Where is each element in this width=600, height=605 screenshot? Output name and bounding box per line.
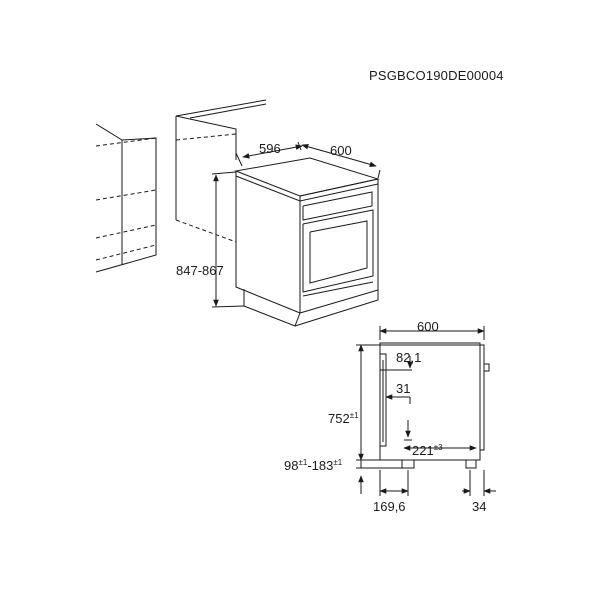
dim-feet-range: 98±1-183±1: [284, 458, 343, 473]
dim-221: 221±3: [412, 443, 443, 458]
left-cabinet: [95, 123, 157, 273]
dim-feet-a-tolerance: ±1: [298, 458, 307, 467]
perspective-dimension-lines: [211, 141, 381, 308]
dim-752-value: 752: [328, 411, 350, 426]
side-view: [356, 326, 496, 496]
dim-feet-b-tolerance: ±1: [333, 458, 342, 467]
dim-34: 34: [472, 499, 486, 514]
dim-side-width-600: 600: [417, 319, 439, 334]
dim-width-600: 600: [330, 143, 352, 158]
dim-feet-a: 98: [284, 458, 298, 473]
dim-752-tolerance: ±1: [350, 411, 359, 420]
dim-31: 31: [396, 381, 410, 396]
dim-height-range: 847-867: [176, 263, 224, 278]
dim-82-1: 82,1: [396, 350, 421, 365]
dim-feet-b: 183: [312, 458, 334, 473]
product-code: PSGBCO190DE00004: [369, 68, 504, 83]
dim-depth-596: 596: [259, 141, 281, 156]
dim-169-6: 169,6: [373, 499, 406, 514]
dim-752: 752±1: [328, 411, 359, 426]
dim-221-value: 221: [412, 443, 434, 458]
dim-221-tolerance: ±3: [434, 443, 443, 452]
dim-feet-separator: -: [307, 458, 311, 473]
cooker-body: [234, 157, 380, 327]
perspective-view: [95, 99, 381, 327]
right-cabinet: [175, 99, 267, 243]
